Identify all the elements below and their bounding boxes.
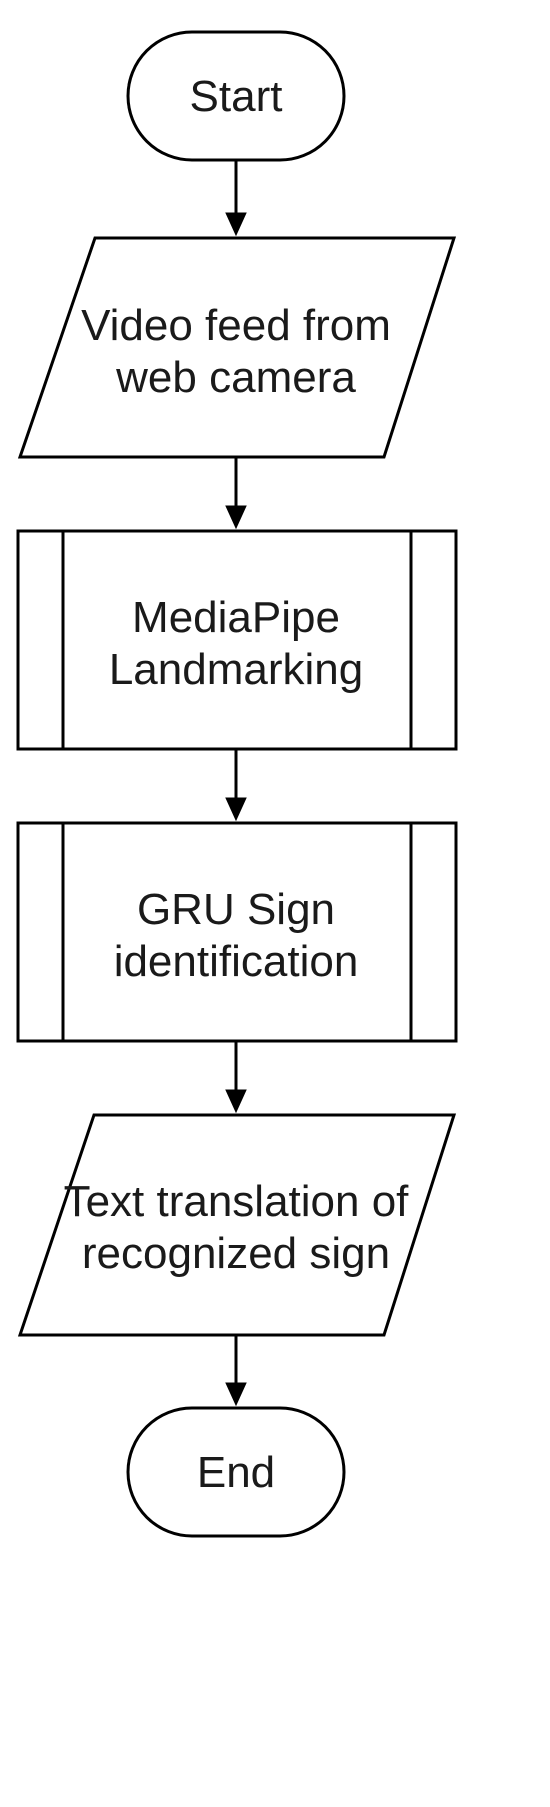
process-node-gru: GRU Sign identification xyxy=(16,821,458,1043)
process2-label-line-1: GRU Sign xyxy=(137,885,335,934)
connector-process1-to-process2 xyxy=(225,749,247,822)
input-label-line-2: web camera xyxy=(115,353,356,402)
output-node-text-translation: Text translation of recognized sign xyxy=(17,1113,457,1337)
connector-start-to-input xyxy=(225,160,247,237)
process1-label-line-1: MediaPipe xyxy=(132,593,340,642)
connector-output-to-end xyxy=(225,1335,247,1407)
process2-label-line-2: identification xyxy=(114,937,359,986)
process-node-mediapipe: MediaPipe Landmarking xyxy=(16,529,458,751)
end-label: End xyxy=(197,1448,275,1497)
connector-process2-to-output xyxy=(225,1041,247,1114)
output-label-line-2: recognized sign xyxy=(82,1229,390,1278)
input-node-video-feed: Video feed from web camera xyxy=(17,236,457,459)
output-label-line-1: Text translation of xyxy=(64,1177,410,1226)
connector-input-to-process1 xyxy=(225,457,247,530)
input-label-line-1: Video feed from xyxy=(81,301,391,350)
start-label: Start xyxy=(190,72,283,121)
end-node: End xyxy=(126,1406,346,1538)
process1-label-line-2: Landmarking xyxy=(109,645,363,694)
start-node: Start xyxy=(126,30,346,162)
